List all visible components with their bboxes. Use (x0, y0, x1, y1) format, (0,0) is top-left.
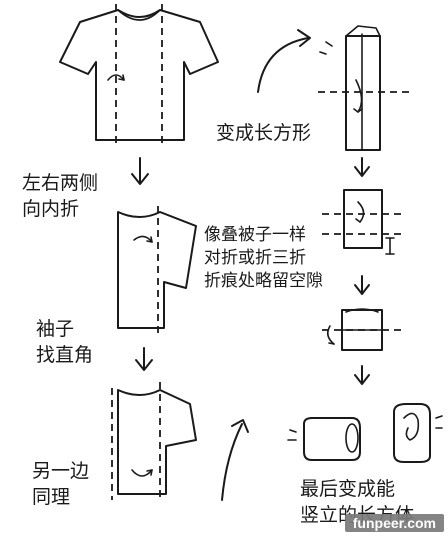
down-arrow-icon (354, 157, 370, 177)
tshirt-full-icon (59, 4, 219, 146)
step-sleeve-line1: 袖子 (36, 318, 75, 340)
curved-arrow-icon (257, 29, 311, 93)
step-fold-sides-line1: 左右两侧 (22, 172, 99, 194)
final-standing-cuboid-icon (393, 403, 443, 463)
watermark-badge: funpeer.com (344, 514, 444, 532)
down-arrow-icon (354, 275, 370, 295)
curved-arrow-icon (221, 419, 249, 501)
down-arrow-icon (131, 157, 149, 185)
down-arrow-icon (135, 347, 153, 371)
folded-block-icon (322, 308, 404, 351)
step-fold-sides-line2: 向内折 (22, 198, 80, 220)
final-cuboid-icon (287, 417, 361, 461)
down-arrow-icon (354, 365, 370, 385)
step-rectangle-label: 变成长方形 (216, 120, 311, 146)
tshirt-sides-folded-icon (117, 206, 197, 334)
step-fold-sides-label: 左右两侧 向内折 (22, 170, 98, 222)
step-quilt-label: 像叠被子一样 对折或折三折 折痕处略留空隙 (204, 224, 323, 293)
step-quilt-line1: 像叠被子一样 (204, 225, 306, 245)
tshirt-sleeve-folded-icon (111, 382, 197, 502)
rectangle-fold-icon (318, 25, 410, 151)
step-final-line1: 最后变成能 (300, 478, 396, 500)
step-quilt-line2: 对折或折三折 (204, 248, 306, 268)
quilt-fold-icon (322, 189, 404, 255)
step-rectangle-line: 变成长方形 (216, 122, 312, 144)
step-other-side-label: 另一边 同理 (32, 458, 89, 510)
step-sleeve-line2: 找直角 (36, 344, 94, 366)
step-quilt-line3: 折痕处略留空隙 (204, 271, 323, 291)
step-other-side-line2: 同理 (32, 486, 71, 508)
step-sleeve-label: 袖子 找直角 (36, 316, 93, 368)
step-other-side-line1: 另一边 (32, 460, 90, 482)
